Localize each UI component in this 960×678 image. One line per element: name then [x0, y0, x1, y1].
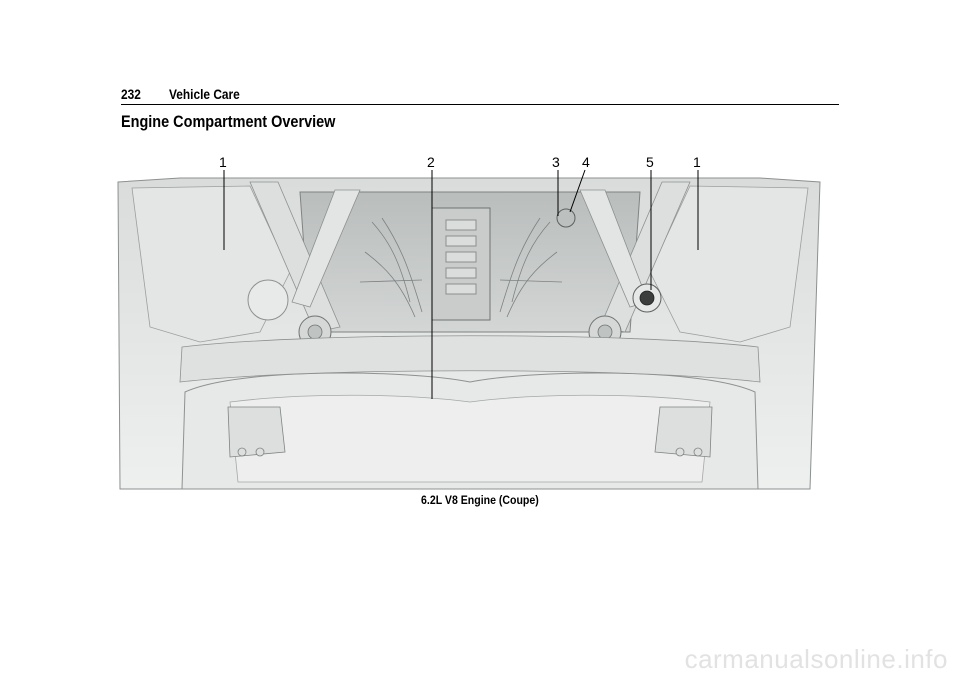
page-header: 232 Vehicle Care: [121, 84, 839, 105]
callout-1-right: 1: [693, 154, 701, 170]
section-name: Vehicle Care: [169, 86, 240, 102]
callout-3: 3: [552, 154, 560, 170]
left-hinge-bracket: [227, 406, 286, 458]
right-inner-strut: [579, 189, 649, 308]
engine-compartment-illustration: 1 2 3 4 5 1: [117, 154, 821, 490]
right-hinge-bracket: [654, 406, 713, 458]
engine-cover-ribs: [445, 219, 477, 295]
figure-caption: 6.2L V8 Engine (Coupe): [0, 493, 960, 507]
engine-detail-lines: [359, 217, 563, 318]
callout-4: 4: [582, 154, 590, 170]
right-fender-panel: [649, 185, 809, 343]
trunk-inner: [229, 394, 711, 483]
figure-caption-text: 6.2L V8 Engine (Coupe): [421, 493, 539, 507]
callout-1-left: 1: [219, 154, 227, 170]
watermark: carmanualsonline.info: [684, 644, 948, 674]
rear-deck-strip: [179, 335, 761, 383]
coolant-reservoir-cap: [556, 208, 576, 228]
left-inner-strut: [291, 189, 361, 308]
callout-5: 5: [646, 154, 654, 170]
page-title: Engine Compartment Overview: [121, 112, 336, 131]
left-storage-cap: [247, 279, 289, 321]
page-number: 232: [121, 86, 141, 102]
left-strut: [249, 181, 341, 333]
callout-2: 2: [427, 154, 435, 170]
callout-leader-lines: [223, 169, 699, 399]
